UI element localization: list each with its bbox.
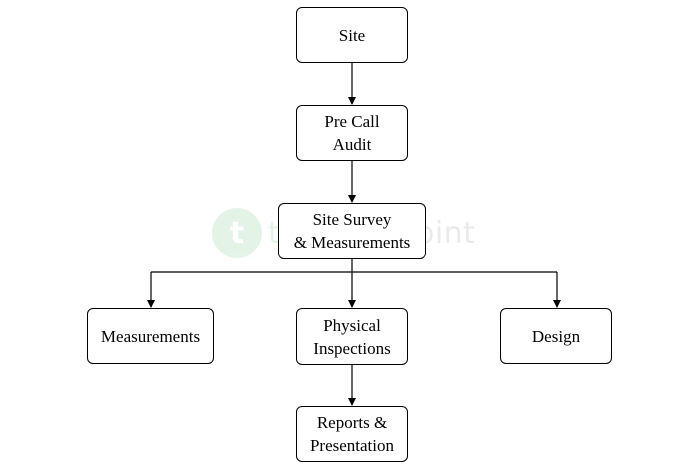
node-design: Design [500, 308, 612, 364]
node-reports-line-2: Presentation [309, 436, 395, 455]
node-site: Site [296, 7, 408, 63]
node-pre-call-audit: Pre Call Audit [296, 105, 408, 161]
node-physical-inspections: Physical Inspections [296, 308, 408, 365]
node-site-label: Site [338, 25, 366, 45]
node-pre-call-audit-line-2: Audit [332, 135, 372, 154]
node-reports-line-1: Reports & [316, 413, 388, 432]
node-physical-inspections-line-2: Inspections [313, 338, 391, 358]
node-physical-inspections-line-1: Physical [323, 315, 381, 335]
node-site-survey: Site Survey & Measurements [278, 203, 426, 259]
node-measurements-label: Measurements [100, 326, 201, 346]
node-measurements: Measurements [87, 308, 214, 364]
node-site-survey-line-1: Site Survey [312, 210, 392, 229]
node-site-survey-line-2: & Measurements [293, 233, 411, 252]
node-design-label: Design [531, 326, 581, 346]
node-pre-call-audit-line-1: Pre Call [324, 112, 380, 131]
node-reports-presentation: Reports & Presentation [296, 406, 408, 462]
